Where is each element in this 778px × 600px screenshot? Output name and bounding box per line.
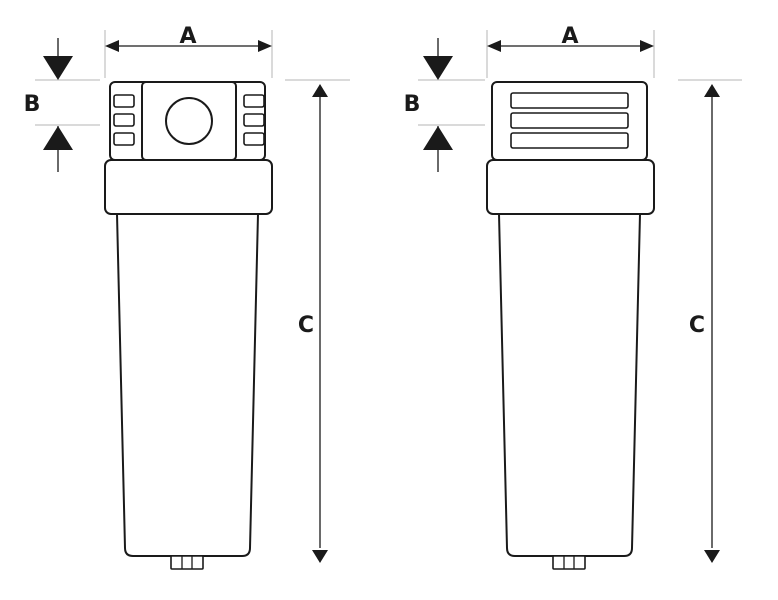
right-filter-housing xyxy=(486,81,655,570)
right-dim-b: B xyxy=(404,38,453,172)
left-drain-plug xyxy=(170,555,204,570)
right-dim-c: C xyxy=(689,84,720,563)
left-head-rib xyxy=(113,132,135,146)
left-head-rib xyxy=(243,132,265,146)
left-filter-collar xyxy=(104,159,273,215)
left-head-rib xyxy=(243,94,265,108)
right-head-slot xyxy=(510,132,629,149)
left-filter-view: A B C xyxy=(24,24,350,570)
right-filter-view: A B C xyxy=(404,24,742,570)
left-dim-a: A xyxy=(105,24,272,52)
right-head-slot xyxy=(510,92,629,109)
right-dim-b-arrow-up xyxy=(423,126,453,150)
left-dim-c: C xyxy=(298,84,328,563)
left-dim-a-label: A xyxy=(179,24,196,49)
left-inlet-port xyxy=(165,97,213,145)
left-head-rib xyxy=(113,113,135,127)
left-dim-b: B xyxy=(24,38,73,172)
right-dim-a-label: A xyxy=(561,24,578,49)
right-dim-b-arrow-down xyxy=(423,56,453,80)
right-head-slot xyxy=(510,112,629,129)
right-drain-plug xyxy=(552,555,586,570)
left-dim-c-label: C xyxy=(298,313,314,338)
right-filter-collar xyxy=(486,159,655,215)
left-dim-b-label: B xyxy=(24,92,41,117)
right-dim-c-label: C xyxy=(689,313,705,338)
left-filter-bowl xyxy=(116,213,259,557)
right-dim-b-label: B xyxy=(404,92,421,117)
left-head-rib xyxy=(243,113,265,127)
left-filter-housing xyxy=(104,81,273,570)
left-head-rib xyxy=(113,94,135,108)
right-dim-a: A xyxy=(487,24,654,52)
left-dim-b-arrow-down xyxy=(43,56,73,80)
right-filter-bowl xyxy=(498,213,641,557)
left-dim-b-arrow-up xyxy=(43,126,73,150)
